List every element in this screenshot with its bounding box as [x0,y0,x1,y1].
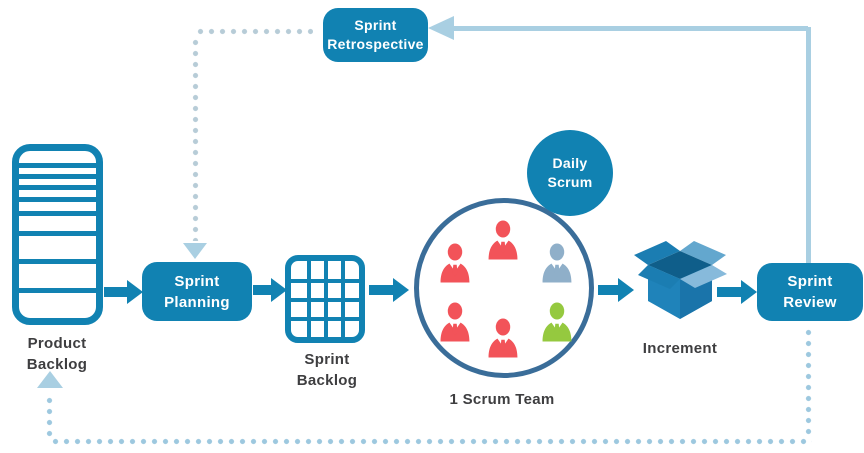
person-icon [540,243,574,283]
sprint-review-node: Sprint Review [757,263,863,321]
person-icon [540,302,574,342]
planning-arrowhead-icon [183,243,207,259]
review-to-retro-line-vertical [806,27,811,263]
sprint-retrospective-node: Sprint Retrospective [323,8,428,62]
increment-box-icon [634,241,727,319]
daily-scrum-node: Daily Scrum [527,130,613,216]
review-to-retro-line-horizontal [452,26,808,31]
sprint-backlog-label: Sprint Backlog [296,351,358,389]
retro-arrowhead-icon [428,16,454,40]
sprint-backlog-icon [285,255,365,343]
review-to-backlog-dots-vertical-left [45,395,54,437]
retro-to-planning-dots-vertical [191,37,200,241]
retro-to-planning-dots-horizontal [195,27,313,36]
review-to-backlog-dots-horizontal [50,437,812,446]
person-icon [486,220,520,260]
scrum-team-label: 1 Scrum Team [449,391,555,408]
product-backlog-icon [12,144,103,325]
scrum-team-circle [414,198,594,378]
backlog-arrowhead-icon [37,371,63,388]
sprint-planning-node: Sprint Planning [142,262,252,321]
person-icon [486,318,520,358]
person-icon [438,243,472,283]
person-icon [438,302,472,342]
product-backlog-label: Product Backlog [26,335,88,373]
review-to-backlog-dots-vertical-right [804,327,813,435]
increment-label: Increment [642,340,718,357]
